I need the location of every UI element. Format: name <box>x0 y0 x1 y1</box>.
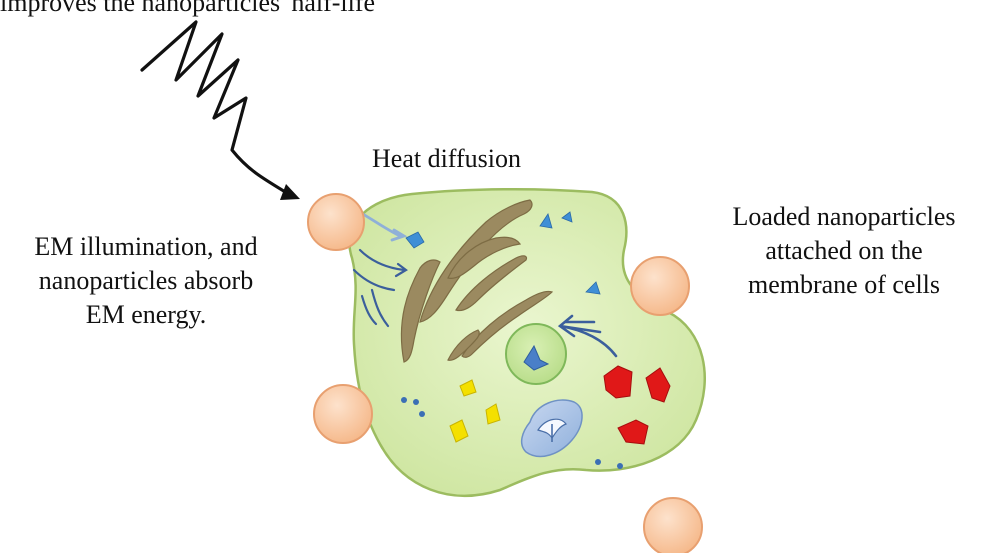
top-caption: improves the nanoparticles' half-life <box>0 0 375 20</box>
nanoparticle-label-line: Loaded nanoparticles <box>706 200 982 234</box>
heat-diffusion-label: Heat diffusion <box>372 142 521 176</box>
nanoparticle-bottom-right <box>644 498 702 553</box>
em-label-line: EM illumination, and <box>0 230 292 264</box>
nanoparticle-bottom-left <box>314 385 372 443</box>
nanoparticle-label-line: membrane of cells <box>706 268 982 302</box>
nanoparticle-label: Loaded nanoparticles attached on the mem… <box>706 200 982 302</box>
em-wave-arrow-icon <box>142 22 300 200</box>
em-illumination-label: EM illumination, and nanoparticles absor… <box>0 230 292 332</box>
nanoparticle-label-line: attached on the <box>706 234 982 268</box>
nanoparticle-right <box>631 257 689 315</box>
em-label-line: nanoparticles absorb <box>0 264 292 298</box>
em-label-line: EM energy. <box>0 298 292 332</box>
nanoparticle-top-left <box>308 194 364 250</box>
